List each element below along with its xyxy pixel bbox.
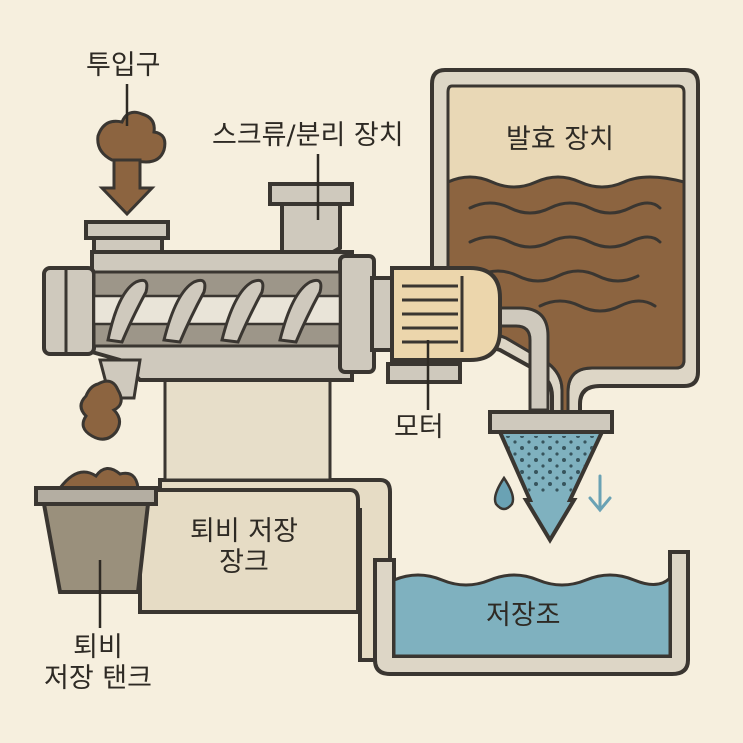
label-reservoir: 저장조 <box>486 600 561 631</box>
compost-bin <box>34 467 158 594</box>
motor-fins <box>402 276 464 352</box>
compost-storage-tank-panel <box>138 488 360 614</box>
label-compost-storage-bin: 퇴비 저장 탠크 <box>44 632 152 695</box>
inlet-arrow-icon <box>98 158 156 217</box>
reservoir-tank <box>373 550 690 676</box>
screw-flights <box>106 278 323 344</box>
motor <box>370 266 502 384</box>
label-screw-separator: 스크류/분리 장치 <box>212 120 404 151</box>
machine-support <box>163 368 332 482</box>
label-compost-storage-tank: 퇴비 저장 장크 <box>190 516 298 579</box>
fermenter-waves <box>468 201 662 313</box>
reservoir-water <box>392 573 672 658</box>
label-motor: 모터 <box>394 412 444 443</box>
fermenter-tank <box>430 68 700 422</box>
falling-compost <box>79 379 123 441</box>
label-inlet: 투입구 <box>86 50 161 81</box>
filter-funnel <box>488 410 614 544</box>
label-fermenter: 발효 장치 <box>506 124 614 155</box>
inlet-compost <box>96 110 167 217</box>
screw-separator <box>42 182 376 400</box>
water-drop-icon <box>493 475 515 511</box>
leader-lines <box>98 84 430 628</box>
down-arrow-icon <box>588 474 612 513</box>
